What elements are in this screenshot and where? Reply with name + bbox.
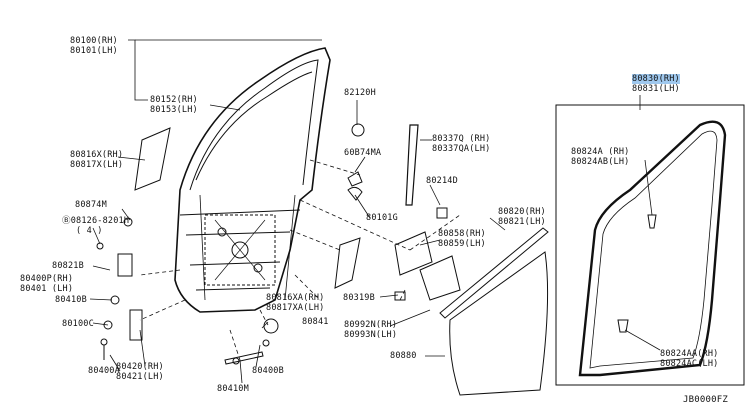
- dashed-leaders: [139, 159, 461, 361]
- leader-lines: [89, 39, 661, 384]
- cover-80841: [263, 318, 279, 334]
- label-80400p: 80400P(RH)80401 (LH): [20, 274, 74, 294]
- label-08126: Ⓑ08126-8201H( 4 ): [62, 216, 130, 236]
- label-80152: 80152(RH)80153(LH): [150, 95, 198, 115]
- handle-80992n: [419, 255, 461, 301]
- weatherstrip-80830: [578, 120, 727, 377]
- label-80824aa: 80824AA(RH)80824AC(LH): [660, 349, 719, 369]
- label-80400b: 80400B: [252, 366, 284, 376]
- label-80337q: 80337Q (RH)80337QA(LH): [432, 134, 491, 154]
- label-80420: 80420(RH)80421(LH): [116, 362, 164, 382]
- door-panel: [174, 47, 331, 313]
- label-80410b: 80410B: [55, 295, 87, 305]
- clip-80824aa: [617, 319, 629, 333]
- check-link-80410m: [224, 351, 264, 365]
- label-80816x: 80816X(RH)80817X(LH): [70, 150, 124, 170]
- part-80319b: [394, 291, 406, 301]
- quarter-glass-shape: [134, 127, 171, 191]
- label-80100c: 80100C: [62, 319, 94, 329]
- label-80319b: 80319B: [343, 293, 375, 303]
- hinge-group: [96, 217, 143, 360]
- label-80992n: 80992N(RH)80993N(LH): [344, 320, 398, 340]
- label-80816xa: 80816XA(RH)80817XA(LH): [266, 293, 325, 313]
- label-80821b: 80821B: [52, 261, 84, 271]
- clip-80824a: [647, 214, 657, 229]
- diagram-code: JB0000FZ: [683, 395, 728, 405]
- clip-60b74ma: [347, 171, 363, 187]
- label-80830: 80830(RH)80831(LH): [632, 74, 680, 94]
- label-80101g: 80101G: [366, 213, 398, 223]
- part-80101g: [347, 186, 363, 201]
- label-80874m: 80874M: [75, 200, 107, 210]
- label-80400a: 80400A: [88, 366, 120, 376]
- label-82120h: 82120H: [344, 88, 376, 98]
- label-80410m: 80410M: [217, 384, 249, 394]
- lower-glass-shape: [334, 237, 361, 289]
- trim-80880: [449, 251, 549, 396]
- label-80214d: 80214D: [426, 176, 458, 186]
- label-80820: 80820(RH)80821(LH): [498, 207, 546, 227]
- label-80100: 80100(RH)80101(LH): [70, 36, 118, 56]
- check-link-bolt: [232, 357, 240, 365]
- label-80858: 80858(RH)80859(LH): [438, 229, 486, 249]
- part-80214d: [436, 207, 448, 219]
- bolt-80400b: [262, 339, 270, 347]
- moulding-80820: [439, 227, 549, 319]
- weatherstrip-inner: [589, 130, 718, 369]
- label-60b74ma: 60B74MA: [344, 148, 382, 158]
- bracket-80858: [394, 231, 433, 276]
- rod-80337q: [405, 124, 419, 206]
- weatherstrip-box: [555, 104, 745, 386]
- label-80880: 80880: [390, 351, 417, 361]
- label-80841: 80841: [302, 317, 329, 327]
- plug-82120h: [351, 123, 365, 137]
- label-80824a: 80824A (RH)80824AB(LH): [571, 147, 630, 167]
